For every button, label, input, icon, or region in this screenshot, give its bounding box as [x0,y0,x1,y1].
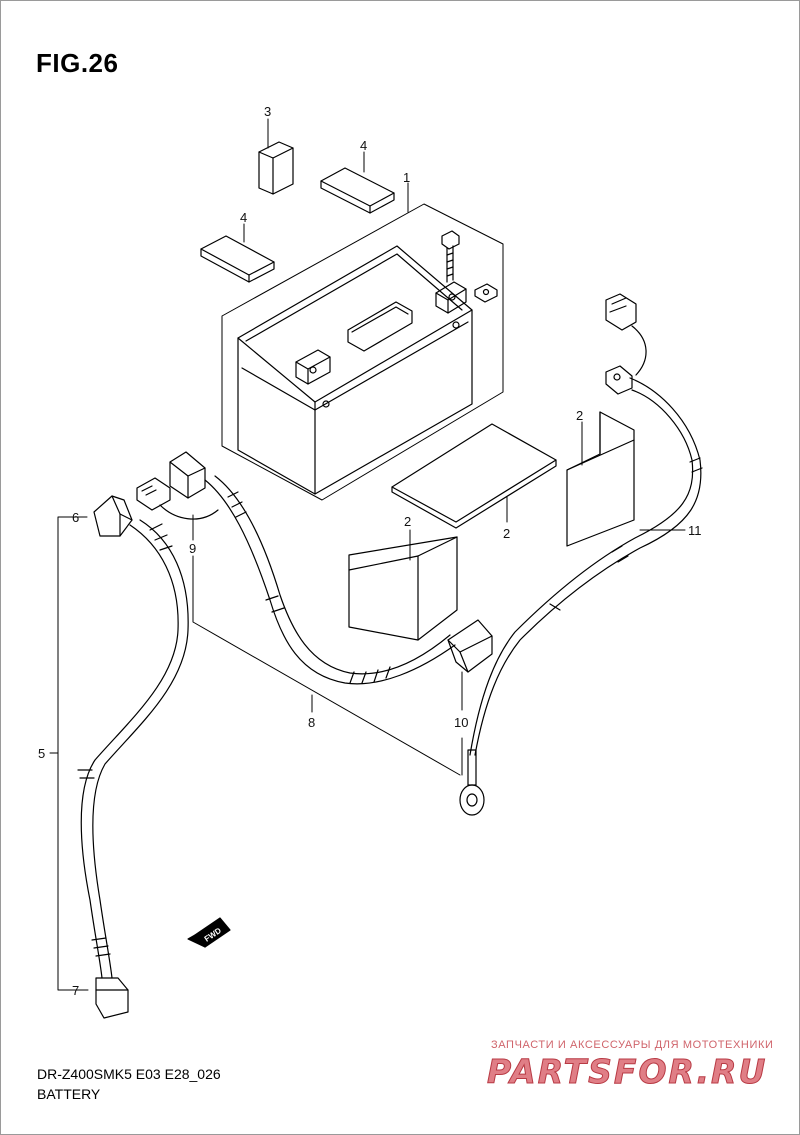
figure-title: FIG.26 [36,48,119,78]
callout-1: 1 [403,170,410,185]
part-1-battery [237,230,498,495]
part-11-cable [459,293,703,816]
callout-9: 9 [189,541,196,556]
part-4-pad-lower [200,235,275,283]
callout-2-flat: 2 [503,526,510,541]
callout-4-lower: 4 [240,210,247,225]
callout-2-right: 2 [576,408,583,423]
model-code: DR-Z400SMK5 E03 E28_026 [37,1066,221,1082]
leader-lines [49,118,686,991]
callout-8: 8 [308,715,315,730]
callout-11: 11 [688,523,702,538]
callout-4-upper: 4 [360,138,367,153]
watermark-tagline: ЗАПЧАСТИ И АКСЕССУАРЫ ДЛЯ МОТОТЕХНИКИ [491,1039,774,1051]
callout-5: 5 [38,746,45,761]
callout-6: 6 [72,510,79,525]
part-2-pad-flat [391,423,557,529]
part-4-pad-upper [320,167,395,214]
part-5-cable [77,495,189,1019]
fwd-arrow-icon: FWD [187,917,231,948]
callout-labels: 1 2 2 2 3 4 4 5 6 7 8 9 10 11 [38,104,702,998]
part-2-pad-middle [348,536,458,641]
part-1-outline-frame [221,203,504,501]
callout-3: 3 [264,104,271,119]
callout-10: 10 [454,715,468,730]
part-8-cable [136,451,493,685]
callout-2-middle: 2 [404,514,411,529]
callout-7: 7 [72,983,79,998]
part-3-cap-block [258,141,294,195]
watermark-logo: PARTSFOR.RU [486,1052,768,1092]
part-2-pad-right [566,411,635,547]
diagram-name: BATTERY [37,1086,101,1102]
